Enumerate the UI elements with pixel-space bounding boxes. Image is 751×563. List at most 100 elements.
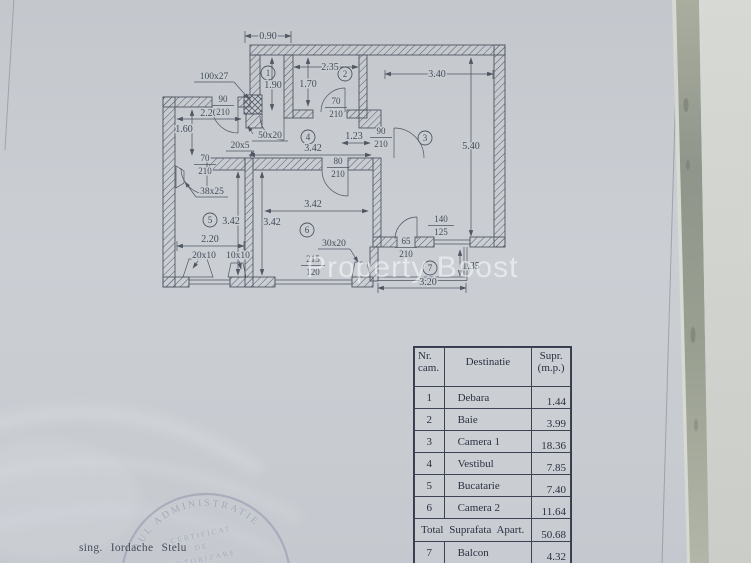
dim-2-20-hall: 2.20 bbox=[200, 108, 218, 119]
cell-suprafata: 3.99 bbox=[531, 408, 571, 431]
fraction-room6-window-num: 215 bbox=[306, 254, 320, 264]
cell-destinatie: Camera 1 bbox=[443, 430, 533, 453]
dim-2-35: 2.35 bbox=[321, 62, 339, 73]
fraction-balcony-door-num: 65 bbox=[402, 236, 412, 246]
cell-suprafata: 11.64 bbox=[531, 496, 571, 519]
cell-suprafata: 4.32 bbox=[531, 541, 571, 563]
room-number-2: 2 bbox=[343, 69, 348, 79]
table-row: 2 Baie 3.99 bbox=[414, 408, 571, 431]
dim-3-20: 3.20 bbox=[419, 277, 437, 288]
camera2-door bbox=[321, 169, 349, 197]
watermark: Property Boost bbox=[306, 251, 519, 284]
table-row-balcon: 7 Balcon 4.32 bbox=[414, 541, 571, 563]
fraction-entry-den: 210 bbox=[216, 107, 230, 117]
dim-1-23: 1.23 bbox=[345, 131, 363, 142]
dim-0-90: 0.90 bbox=[259, 31, 277, 42]
label-30x20: 30x20 bbox=[322, 239, 346, 249]
dimension-texts: 0.90 1.90 2.35 1.70 3.40 5.40 2.20 1.60 … bbox=[174, 30, 482, 290]
label-20x5: 20x5 bbox=[231, 141, 250, 151]
table-row: 4 Vestibul 7.85 bbox=[414, 452, 571, 475]
total-apart-label: Total Suprafata Apart. bbox=[413, 518, 533, 542]
cell-suprafata: 18.36 bbox=[531, 430, 571, 453]
dim-1-70: 1.70 bbox=[299, 79, 317, 90]
cell-destinatie: Balcon bbox=[443, 541, 533, 563]
room-number-5: 5 bbox=[208, 215, 213, 225]
windows bbox=[188, 237, 471, 287]
table-row: 6 Camera 2 11.64 bbox=[414, 496, 571, 519]
fraction-balcony-door-den: 210 bbox=[399, 249, 413, 259]
bath-door bbox=[320, 87, 346, 113]
table-row-total-apart: Total Suprafata Apart. 50.68 bbox=[413, 518, 571, 542]
cell-nr: 1 bbox=[414, 386, 445, 409]
pillar-labels: 100x27 50x20 20x5 38x25 20x10 10x10 30x2… bbox=[191, 71, 348, 263]
cell-destinatie: Bucatarie bbox=[443, 474, 533, 497]
page-edge bbox=[661, 0, 751, 563]
cell-destinatie: Debara bbox=[443, 386, 533, 409]
label-20x10: 20x10 bbox=[192, 251, 216, 261]
cell-destinatie: Camera 2 bbox=[443, 496, 533, 519]
paper-sheen bbox=[0, 405, 303, 560]
fraction-kitchen-num: 70 bbox=[201, 153, 211, 163]
debara-door bbox=[259, 115, 285, 141]
pillar-100x27 bbox=[243, 94, 263, 115]
cell-nr: 2 bbox=[414, 408, 445, 431]
dim-3-42-kitchen: 3.42 bbox=[222, 216, 240, 227]
room-number-1: 1 bbox=[266, 68, 271, 78]
fraction-bath-num: 70 bbox=[332, 96, 342, 106]
fraction-camera1-num: 90 bbox=[377, 126, 387, 136]
fraction-balcony-window-den: 125 bbox=[434, 227, 448, 237]
dim-1-35: 1.35 bbox=[462, 261, 480, 272]
doors bbox=[180, 87, 425, 240]
fraction-room6-window-den: 120 bbox=[306, 267, 320, 277]
table-row: 1 Debara 1.44 bbox=[414, 386, 571, 409]
fraction-kitchen-den: 210 bbox=[198, 166, 212, 176]
table-row: 5 Bucatarie 7.40 bbox=[414, 474, 571, 497]
dim-5-40: 5.40 bbox=[462, 141, 480, 152]
cell-suprafata: 7.85 bbox=[531, 452, 571, 475]
fraction-bath-den: 210 bbox=[329, 109, 343, 119]
room-number-3: 3 bbox=[423, 133, 428, 143]
floor-plan: 1 2 3 4 5 6 7 0.90 1.90 2.35 1.70 3.40 5… bbox=[162, 30, 506, 293]
fraction-entry-num: 90 bbox=[219, 94, 229, 104]
room-number-4: 4 bbox=[306, 132, 311, 142]
room-number-6: 6 bbox=[305, 225, 310, 235]
header-supr-line1: Supr. bbox=[539, 350, 563, 362]
header-nr-line1: Nr. bbox=[418, 350, 432, 362]
pillar-50x20 bbox=[245, 113, 263, 129]
dim-1-60: 1.60 bbox=[175, 124, 193, 135]
header-nr-cam: Nr. cam. bbox=[414, 347, 445, 387]
cell-destinatie: Vestibul bbox=[443, 452, 533, 475]
cell-destinatie: Baie bbox=[443, 408, 533, 431]
fraction-camera2-num: 80 bbox=[334, 156, 344, 166]
dim-3-42-room6-w: 3.42 bbox=[304, 199, 322, 210]
label-100x27: 100x27 bbox=[200, 72, 229, 82]
corner-crease-line bbox=[4, 0, 15, 151]
cell-nr: 3 bbox=[414, 430, 445, 453]
label-50x20: 50x20 bbox=[258, 131, 282, 141]
cell-suprafata: 7.40 bbox=[531, 474, 571, 497]
opening-size-fractions: 90 210 70 210 90 210 80 210 70 210 65 21… bbox=[197, 93, 450, 279]
header-supr-line2: (m.p.) bbox=[537, 362, 565, 374]
dim-3-40: 3.40 bbox=[428, 69, 446, 80]
dim-3-42-room6-h: 3.42 bbox=[263, 217, 281, 228]
leader-lines bbox=[184, 81, 359, 270]
label-38x25: 38x25 bbox=[200, 187, 224, 197]
fraction-camera1-den: 210 bbox=[374, 139, 388, 149]
header-nr-line2: cam. bbox=[418, 362, 440, 374]
fraction-balcony-window-num: 140 bbox=[434, 214, 448, 224]
balcony-parapet bbox=[378, 247, 468, 281]
cell-nr: 6 bbox=[414, 496, 445, 519]
camera1-door bbox=[393, 127, 425, 159]
dim-2-20-kitchen: 2.20 bbox=[201, 234, 219, 245]
cell-suprafata: 1.44 bbox=[531, 386, 571, 409]
table-row: 3 Camera 1 18.36 bbox=[414, 430, 571, 453]
dim-3-42-corridor: 3.42 bbox=[304, 143, 322, 154]
total-apart-value: 50.68 bbox=[531, 518, 571, 542]
dim-1-90: 1.90 bbox=[264, 80, 282, 91]
cell-nr: 5 bbox=[414, 474, 445, 497]
fraction-bars bbox=[194, 81, 454, 266]
header-destinatie: Destinatie bbox=[443, 347, 533, 387]
walls bbox=[162, 44, 506, 288]
